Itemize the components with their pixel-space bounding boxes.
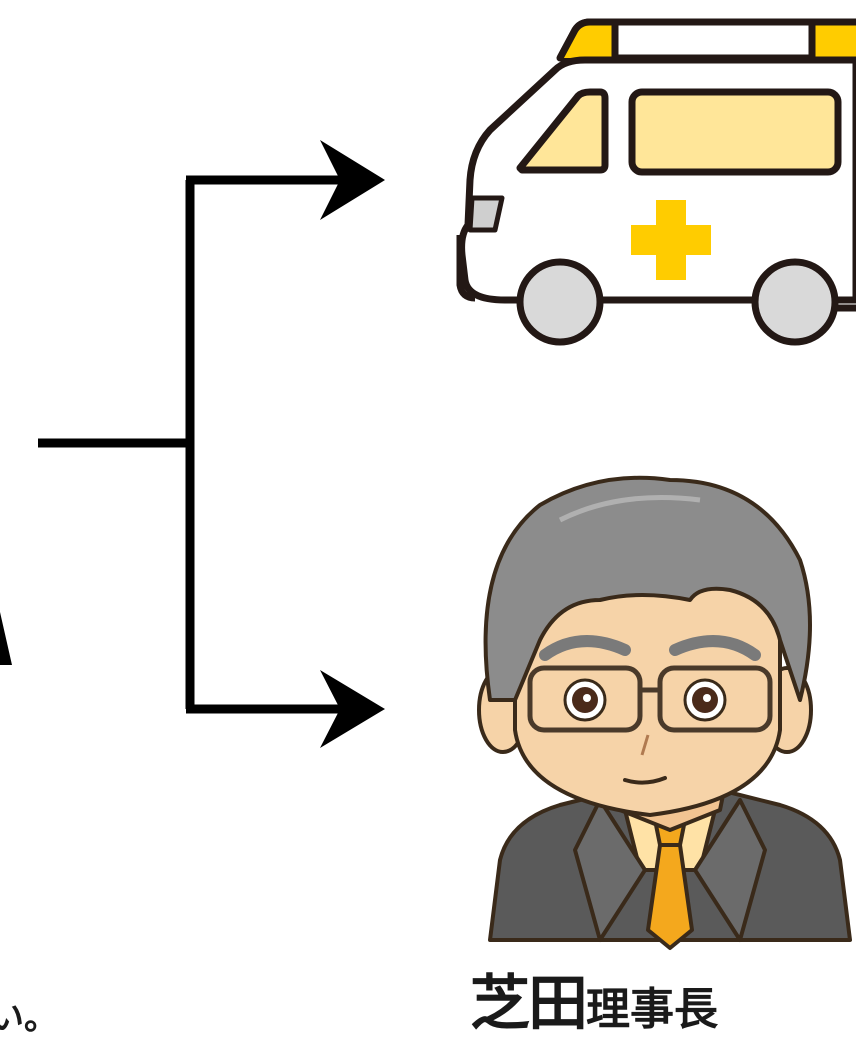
chairman-avatar-icon xyxy=(479,478,850,948)
chairman-surname: 芝田 xyxy=(470,969,586,1039)
ambulance-icon xyxy=(460,22,856,342)
truncated-text-fragment: い。 xyxy=(0,990,58,1039)
chairman-title: 理事長 xyxy=(586,984,718,1035)
partial-mark xyxy=(0,612,12,665)
branch-connector xyxy=(38,180,345,709)
chairman-name-label: 芝田理事長 xyxy=(470,955,850,1035)
